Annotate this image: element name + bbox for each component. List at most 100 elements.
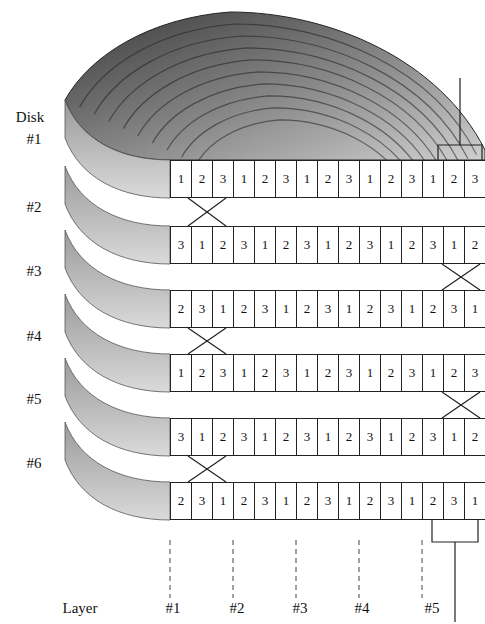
- crossing-line: [188, 456, 226, 482]
- crossing-line: [188, 198, 226, 226]
- crossing-line: [188, 328, 226, 354]
- block-number: 3: [275, 160, 297, 198]
- divider-line: [422, 540, 423, 598]
- block-number: 2: [254, 160, 276, 198]
- block-number: 3: [254, 482, 276, 520]
- block-number: 3: [317, 482, 339, 520]
- block-number: 1: [464, 482, 485, 520]
- crossing-line: [188, 328, 226, 354]
- block-number: 3: [401, 160, 423, 198]
- block-number: 1: [275, 290, 297, 328]
- block-number: 3: [233, 418, 255, 456]
- block-number: 2: [380, 160, 402, 198]
- block-number: 2: [233, 482, 255, 520]
- track-arc: [123, 60, 451, 168]
- block-number: 2: [422, 290, 444, 328]
- divider-line: [296, 540, 297, 598]
- block-number: 1: [401, 482, 423, 520]
- track-arc: [109, 48, 460, 163]
- block-number: 3: [317, 290, 339, 328]
- block-number: 3: [380, 482, 402, 520]
- block-number: 2: [317, 354, 339, 392]
- crossing-line: [188, 456, 226, 482]
- divider-line: [170, 540, 171, 598]
- disk-side: [65, 166, 170, 264]
- crossing-line: [188, 198, 226, 226]
- block-number: 2: [464, 226, 485, 264]
- block-number: 3: [233, 226, 255, 264]
- block-number: 3: [401, 354, 423, 392]
- block-number: 1: [443, 418, 465, 456]
- block-number: 2: [233, 290, 255, 328]
- block-number: 3: [170, 418, 192, 456]
- block-number: 2: [443, 354, 465, 392]
- block-number: 1: [443, 226, 465, 264]
- block-number: 3: [296, 418, 318, 456]
- disk-number: #6: [27, 456, 42, 471]
- block-number: 2: [338, 226, 360, 264]
- block-number: 1: [338, 482, 360, 520]
- block-number: 2: [296, 290, 318, 328]
- block-number: 1: [422, 160, 444, 198]
- block-number: 3: [359, 418, 381, 456]
- top-bracket: [438, 78, 482, 160]
- block-number: 3: [191, 482, 213, 520]
- block-number: 1: [191, 418, 213, 456]
- block-number: 2: [296, 482, 318, 520]
- crossing-line: [442, 392, 480, 418]
- block-number: 3: [443, 290, 465, 328]
- block-number: 2: [275, 418, 297, 456]
- block-number: 3: [170, 226, 192, 264]
- block-number: 2: [191, 160, 213, 198]
- block-number: 3: [254, 290, 276, 328]
- block-number: 2: [275, 226, 297, 264]
- block-number: 3: [422, 418, 444, 456]
- block-number: 1: [338, 290, 360, 328]
- block-number: 1: [233, 160, 255, 198]
- disk-number: #5: [27, 392, 42, 407]
- disk-side: [65, 100, 170, 198]
- divider-line: [359, 540, 360, 598]
- block-number: 2: [170, 482, 192, 520]
- block-number: 3: [422, 226, 444, 264]
- disk-side: [65, 358, 170, 456]
- disk-side: [65, 294, 170, 392]
- layer-number: #3: [293, 601, 308, 616]
- block-number: 2: [401, 226, 423, 264]
- layer-label: Layer: [63, 601, 98, 616]
- disk-number: #1: [27, 132, 42, 147]
- block-number: 1: [422, 354, 444, 392]
- block-number: 1: [296, 354, 318, 392]
- layer-number: #2: [230, 601, 245, 616]
- block-number: 2: [191, 354, 213, 392]
- block-number: 2: [254, 354, 276, 392]
- block-number: 2: [401, 418, 423, 456]
- block-number: 1: [254, 226, 276, 264]
- disk-top-surface: [65, 12, 485, 160]
- block-number: 3: [338, 160, 360, 198]
- block-number: 2: [464, 418, 485, 456]
- block-number: 3: [464, 354, 485, 392]
- block-number: 1: [296, 160, 318, 198]
- block-number: 2: [317, 160, 339, 198]
- divider-line: [233, 540, 234, 598]
- block-number: 3: [359, 226, 381, 264]
- block-number: 3: [443, 482, 465, 520]
- disk-side: [65, 230, 170, 328]
- block-number: 3: [380, 290, 402, 328]
- layer-dividers: [170, 540, 422, 598]
- block-number: 1: [317, 418, 339, 456]
- block-number: 1: [380, 418, 402, 456]
- block-number: 2: [380, 354, 402, 392]
- disk-bands: [65, 100, 170, 520]
- block-number: 1: [359, 160, 381, 198]
- layer-number: #5: [425, 601, 440, 616]
- block-number: 3: [212, 354, 234, 392]
- crossings: [188, 198, 480, 482]
- block-number: 1: [212, 290, 234, 328]
- block-number: 2: [212, 418, 234, 456]
- block-number: 1: [401, 290, 423, 328]
- block-number: 1: [254, 418, 276, 456]
- disk-number: #4: [27, 329, 42, 344]
